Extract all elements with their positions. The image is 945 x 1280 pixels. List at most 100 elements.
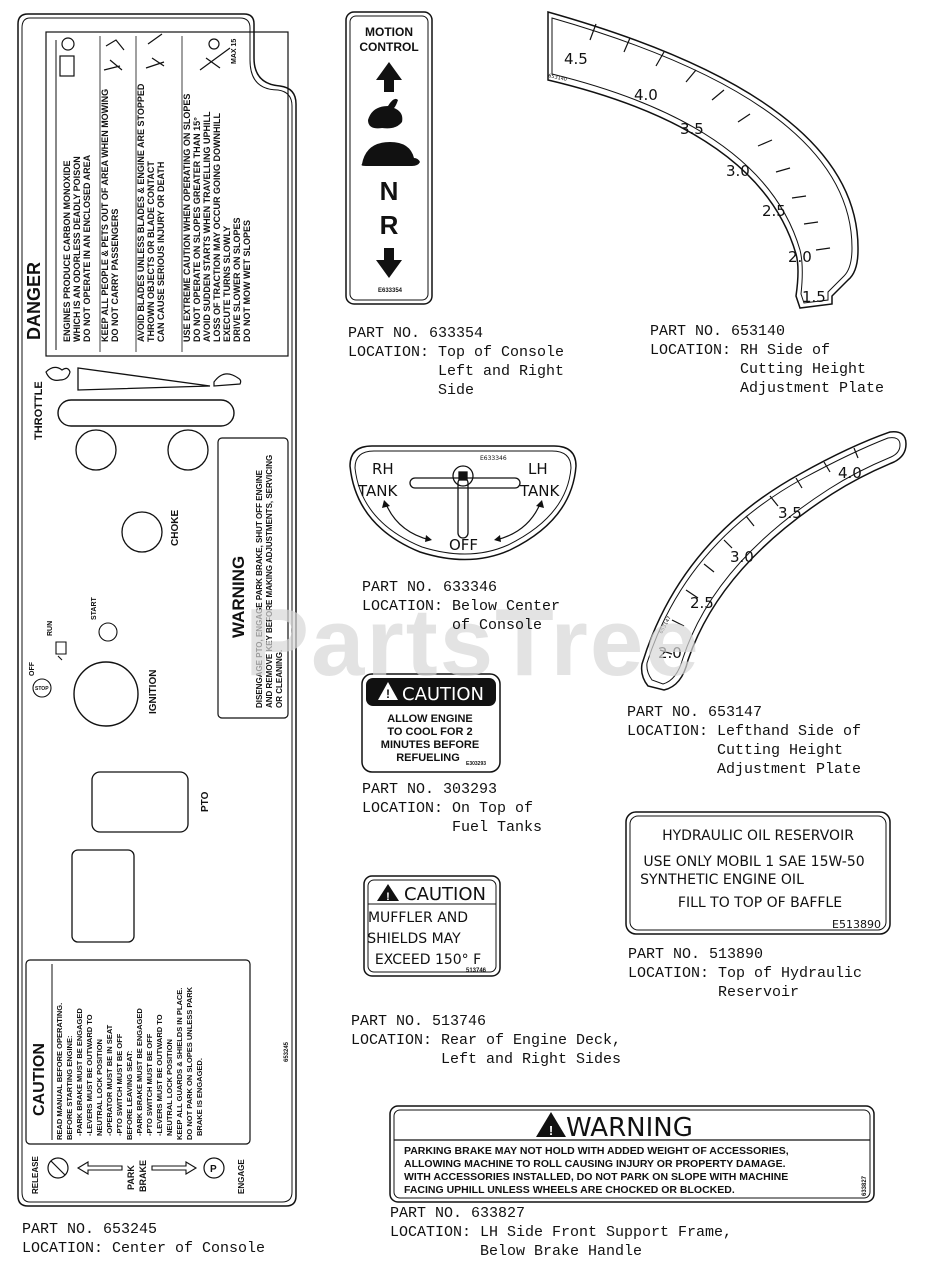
neutral-label: N <box>380 176 399 206</box>
caution-line: DO NOT PARK ON SLOPES UNLESS PARK <box>185 986 194 1140</box>
svg-text:!: ! <box>386 891 390 903</box>
caution-line: -PTO SWITCH MUST BE OFF <box>115 1033 124 1136</box>
caution-line: -LEVERS MUST BE OUTWARD TO <box>85 1014 94 1136</box>
turtle-icon <box>361 142 420 166</box>
danger-line: DO NOT MOW WET SLOPES <box>242 220 252 342</box>
ignition-switch: START RUN OFF STOP IGNITION <box>29 596 159 727</box>
danger-line: THROWN OBJECTS OR BLADE CONTACT <box>146 161 156 342</box>
caution-303-line: MINUTES BEFORE <box>381 739 479 751</box>
caution-513-title: CAUTION <box>404 884 486 905</box>
warning-633827-line: FACING UPHILL UNLESS WHEELS ARE CHOCKED … <box>404 1184 735 1196</box>
warning-line: OR CLEANING. <box>275 650 284 708</box>
caution-303-line: TO COOL FOR 2 <box>387 726 472 738</box>
start-icon <box>98 622 118 642</box>
part-number: PART NO. 513890 <box>628 946 764 963</box>
part-location: LOCATION: RH Side of Cutting Height Adju… <box>650 342 885 397</box>
caution-303-title: CAUTION <box>402 684 484 705</box>
hazard-pictogram-icons <box>59 33 231 77</box>
svg-text:!: ! <box>549 1123 553 1138</box>
lh-tank-label: TANK <box>519 482 560 500</box>
part-location: LOCATION: On Top of Fuel Tanks <box>362 800 543 836</box>
caution-303-code: E303293 <box>466 761 486 767</box>
warning-triangle-icon <box>536 1112 566 1137</box>
caution-line: KEEP ALL GUARDS & SHIELDS IN PLACE. <box>175 988 184 1140</box>
danger-line: CAN CAUSE SERIOUS INJURY OR DEATH <box>156 162 166 342</box>
throttle-label: THROTTLE <box>33 381 45 440</box>
caution-line: BEFORE LEAVING SEAT: <box>125 1051 134 1140</box>
gauge-rh-label: 3.0 <box>726 162 750 180</box>
danger-line: DO NOT OPERATE ON SLOPES GREATER THAN 15… <box>192 117 202 342</box>
release-label: RELEASE <box>31 1156 40 1194</box>
warning-633827-title: WARNING <box>566 1113 693 1143</box>
choke-label: CHOKE <box>170 510 181 546</box>
caution-513746-decal: ! CAUTION MUFFLER AND SHIELDS MAY EXCEED… <box>363 875 501 977</box>
caution-line: -PARK BRAKE MUST BE ENGAGED <box>75 1008 84 1136</box>
part-number: PART NO. 633346 <box>362 579 498 596</box>
danger-line: WHICH IS AN ODORLESS DEADLY POISON <box>72 156 82 342</box>
hydraulic-title: HYDRAULIC OIL RESERVOIR <box>662 828 854 844</box>
console-hole-left <box>75 429 117 471</box>
warning-triangle-icon <box>378 682 398 700</box>
gauge-lh-label: 2.0 <box>658 644 682 662</box>
warning-633827-line: PARKING BRAKE MAY NOT HOLD WITH ADDED WE… <box>404 1145 789 1157</box>
danger-line: EXECUTE TURNS SLOWLY <box>222 226 232 342</box>
part-number: PART NO. 303293 <box>362 781 498 798</box>
part-location: LOCATION: Lefthand Side of Cutting Heigh… <box>627 723 862 778</box>
motion-control-decal: MOTION CONTROL N R E633354 <box>345 11 433 305</box>
caution-513-line: EXCEED 150° F <box>375 952 481 968</box>
choke-hole[interactable] <box>121 511 163 553</box>
caution-panel: CAUTION READ MANUAL BEFORE OPERATING. BE… <box>25 959 251 1145</box>
caution-line: -PARK BRAKE MUST BE ENGAGED <box>135 1008 144 1136</box>
hydraulic-line4: FILL TO TOP OF BAFFLE <box>678 895 842 911</box>
run-label: RUN <box>47 621 54 636</box>
pto-control: PTO 653245 <box>71 771 290 1062</box>
arrow-left-icon <box>76 1161 123 1175</box>
part-number: PART NO. 513746 <box>351 1013 487 1030</box>
ignition-label: IGNITION <box>148 670 159 714</box>
off-label: OFF <box>449 536 478 554</box>
rh-tank-label: TANK <box>357 482 398 500</box>
part-number: PART NO. 633827 <box>390 1205 526 1222</box>
brake-label: BRAKE <box>138 1160 148 1192</box>
hydraulic-code: E513890 <box>832 918 881 931</box>
gauge-rh-ticks <box>589 23 831 251</box>
tank-valve-handle[interactable] <box>409 465 521 539</box>
gauge-rh-label: 4.0 <box>634 86 658 104</box>
danger-line: DO NOT CARRY PASSENGERS <box>110 209 120 342</box>
caution-line: -LEVERS MUST BE OUTWARD TO <box>155 1014 164 1136</box>
danger-lines: ENGINES PRODUCE CARBON MONOXIDE WHICH IS… <box>62 83 252 342</box>
warning-title: WARNING <box>229 556 248 638</box>
pto-label: PTO <box>200 791 211 812</box>
warning-633827-decal: ! WARNING PARKING BRAKE MAY NOT HOLD WIT… <box>389 1105 875 1203</box>
gauge-rh-label: 4.5 <box>564 50 588 68</box>
arrow-curve-left-icon <box>385 503 431 541</box>
run-icon <box>55 641 67 661</box>
warning-triangle-icon <box>377 884 399 901</box>
caution-line: -PTO SWITCH MUST BE OFF <box>145 1033 154 1136</box>
part-location: LOCATION: Rear of Engine Deck, Left and … <box>351 1032 622 1068</box>
ignition-hole[interactable] <box>73 661 139 727</box>
turtle-icon <box>213 373 242 387</box>
p-label: P <box>210 1164 217 1175</box>
tank-code: E633346 <box>480 455 507 462</box>
caution-line: BEFORE STARTING ENGINE: <box>65 1036 74 1140</box>
gauge-rh-decal: 4.5 4.0 3.5 3.0 2.5 2.0 1.5 653140 <box>547 11 859 309</box>
max-badge: MAX 15 <box>231 39 238 64</box>
danger-panel: DANGER ENGINES PRODUCE CARBON MONOXIDE W… <box>24 31 289 357</box>
warning-633827-code: 633827 <box>862 1175 868 1196</box>
rabbit-icon <box>45 366 71 381</box>
throttle-slot[interactable] <box>57 399 235 427</box>
hydraulic-line3: SYNTHETIC ENGINE OIL <box>640 872 804 888</box>
hydraulic-line2: USE ONLY MOBIL 1 SAE 15W-50 <box>643 854 864 870</box>
throttle-control: THROTTLE <box>33 366 242 471</box>
gauge-rh-label: 3.5 <box>680 120 704 138</box>
part-location: LOCATION: Center of Console <box>22 1240 266 1257</box>
engage-icon <box>203 1157 225 1179</box>
pto-switch-opening[interactable] <box>91 771 189 833</box>
danger-line: LOSS OF TRACTION MAY OCCUR GOING DOWNHIL… <box>212 112 222 342</box>
throttle-wedge <box>77 367 211 391</box>
